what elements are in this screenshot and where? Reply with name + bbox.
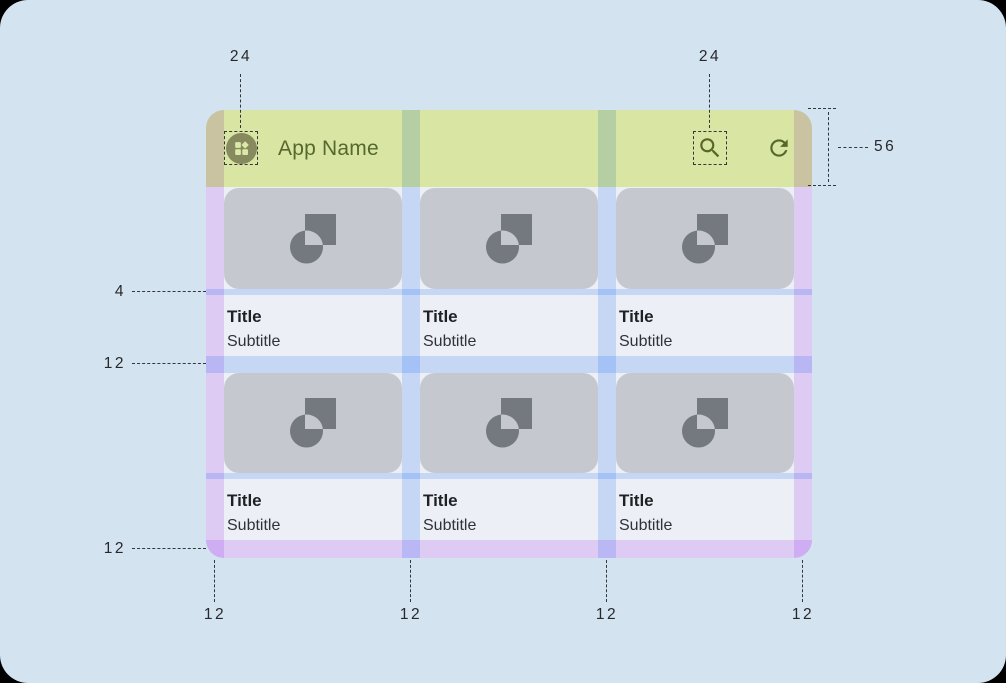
app-icon-keyline-box (224, 131, 258, 165)
card[interactable]: Title Subtitle (224, 188, 402, 353)
card[interactable]: Title Subtitle (616, 373, 794, 537)
card-image-placeholder (616, 373, 794, 473)
dim-label-gutter-1: 12 (399, 606, 423, 623)
media-placeholder-icon (290, 213, 336, 263)
dim-line-gutter-1 (410, 560, 411, 602)
card-subtitle: Subtitle (227, 517, 281, 534)
card-subtitle: Subtitle (619, 333, 673, 350)
dim-label-left-margin: 12 (203, 606, 227, 623)
dim-tick-appbar-bottom (808, 185, 836, 186)
card[interactable]: Title Subtitle (420, 373, 598, 537)
card-subtitle: Subtitle (423, 517, 477, 534)
media-placeholder-icon (290, 398, 336, 448)
dim-tick-appbar-top (808, 108, 836, 109)
card-title: Title (227, 491, 262, 510)
dim-line-left-margin (214, 560, 215, 602)
card-title: Title (423, 491, 458, 510)
dim-line-row-gap (132, 363, 206, 364)
card-image-placeholder (224, 188, 402, 289)
card-image-placeholder (224, 373, 402, 473)
dim-label-row-gap: 12 (103, 355, 126, 372)
refresh-button[interactable] (766, 135, 792, 161)
app-logo-button[interactable] (226, 133, 257, 164)
card-title: Title (619, 307, 654, 326)
dim-line-appbar-height (828, 112, 829, 182)
top-app-bar: App Name (206, 110, 812, 187)
dim-line-search-icon (709, 74, 710, 128)
search-button[interactable] (697, 135, 723, 161)
dim-label-image-text-gap: 4 (114, 283, 126, 300)
dim-label-app-icon: 24 (229, 48, 253, 65)
app-name: App Name (278, 136, 379, 160)
card[interactable]: Title Subtitle (420, 188, 598, 353)
card-subtitle: Subtitle (227, 333, 281, 350)
card[interactable]: Title Subtitle (616, 188, 794, 353)
card[interactable]: Title Subtitle (224, 373, 402, 537)
app-mockup: App Name Title Sub (206, 110, 812, 558)
media-placeholder-icon (682, 213, 728, 263)
refresh-icon (770, 139, 788, 157)
dim-line-app-icon (240, 74, 241, 128)
card-title: Title (227, 307, 262, 326)
card-title: Title (619, 491, 654, 510)
dim-line-image-text-gap (132, 291, 206, 292)
media-placeholder-icon (486, 398, 532, 448)
media-placeholder-icon (682, 398, 728, 448)
dim-label-bottom-margin: 12 (103, 540, 126, 557)
dim-line-bottom-margin (132, 548, 206, 549)
card-title: Title (423, 307, 458, 326)
dim-label-right-margin: 12 (791, 606, 815, 623)
dim-line-right-margin (802, 560, 803, 602)
card-image-placeholder (420, 188, 598, 289)
card-subtitle: Subtitle (423, 333, 477, 350)
search-icon (700, 138, 720, 158)
dim-label-appbar-height: 56 (874, 138, 897, 155)
card-image-placeholder (616, 188, 794, 289)
dim-line-gutter-2 (606, 560, 607, 602)
media-placeholder-icon (486, 213, 532, 263)
app-logo-icon (235, 141, 249, 155)
dim-label-search-icon: 24 (698, 48, 722, 65)
dim-label-gutter-2: 12 (595, 606, 619, 623)
card-image-placeholder (420, 373, 598, 473)
dim-lead-appbar (838, 147, 868, 148)
card-subtitle: Subtitle (619, 517, 673, 534)
search-icon-keyline-box (693, 131, 727, 165)
